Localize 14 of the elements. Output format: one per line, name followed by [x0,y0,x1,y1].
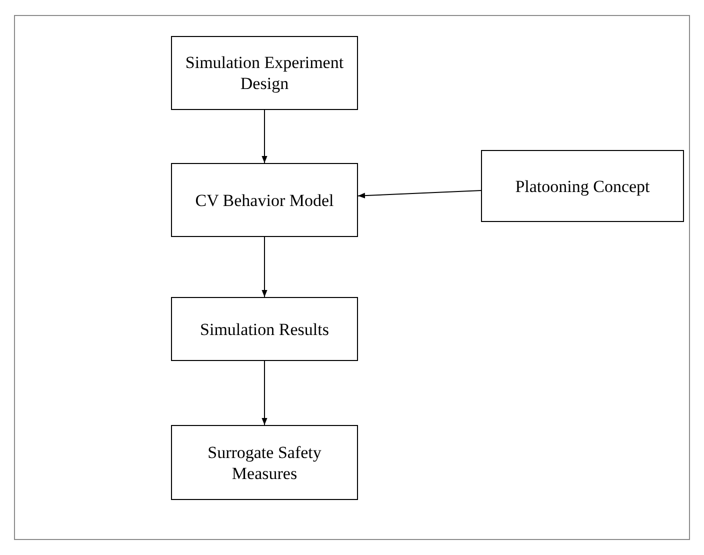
process-box [481,150,684,222]
box-label: Platooning Concept [514,176,651,196]
arrow [262,110,268,164]
box-label: Simulation Experiment Design [184,52,345,94]
process-box [171,425,358,500]
arrow [262,236,268,298]
arrow [262,360,268,426]
arrow [358,190,482,198]
process-box [171,36,358,110]
box-label: CV Behavior Model [194,190,335,210]
box-label: Simulation Results [199,318,330,340]
process-box [171,163,358,237]
process-box [171,297,358,361]
box-label: Surrogate Safety Measures [206,442,322,484]
